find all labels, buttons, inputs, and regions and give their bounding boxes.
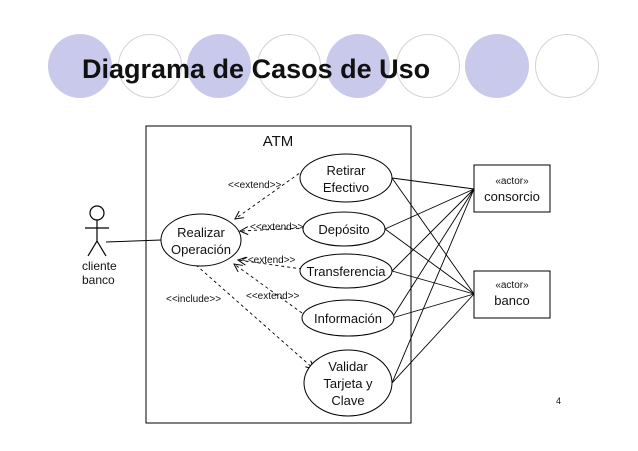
use-case-validar-line1: Validar: [328, 359, 368, 374]
actor-cliente-label-line2: banco: [82, 273, 115, 287]
use-case-transferencia-line1: Transferencia: [307, 264, 387, 279]
deco-circle-outline-2: [257, 34, 321, 98]
extend-retirar-line: [235, 169, 305, 219]
actor-consorcio-stereotype: «actor»: [495, 176, 529, 187]
deco-circle-filled-1: [48, 34, 112, 98]
use-case-retirar: [299, 153, 393, 203]
actor-banco-name: banco: [494, 293, 529, 308]
use-case-retirar-line2: Efectivo: [323, 180, 369, 195]
deco-circle-outline-3: [396, 34, 460, 98]
use-case-validar: [303, 349, 393, 417]
use-case-deposito: [302, 211, 386, 247]
extend-informacion-line: [234, 264, 303, 314]
use-case-validar-line2: Tarjeta y: [323, 376, 373, 391]
system-boundary: [145, 125, 412, 424]
actor-banco-box: [473, 270, 551, 319]
use-case-validar-line3: Clave: [331, 393, 364, 408]
use-case-transferencia: [299, 253, 393, 289]
include-validar-label: <<include>>: [166, 294, 221, 305]
deco-circle-filled-3: [326, 34, 390, 98]
extend-deposito-line: [240, 228, 306, 231]
deco-circle-filled-2: [187, 34, 251, 98]
use-case-retirar-line1: Retirar: [326, 163, 366, 178]
page-number: 4: [556, 396, 561, 406]
use-case-realizar: [160, 213, 242, 267]
slide-title: Diagrama de Casos de Uso: [82, 54, 431, 84]
deco-circle-outline-1: [118, 34, 182, 98]
extend-deposito-label: <<extend>>: [250, 222, 304, 233]
use-case-informacion-line1: Información: [314, 311, 382, 326]
system-name: ATM: [263, 133, 294, 150]
actor-banco-stereotype: «actor»: [495, 280, 529, 291]
extend-informacion-label: <<extend>>: [246, 291, 300, 302]
actor-consorcio-name: consorcio: [484, 189, 540, 204]
assoc-to-consorcio: [384, 177, 475, 384]
use-case-realizar-line2: Operación: [171, 242, 231, 257]
assoc-to-banco: [384, 177, 475, 384]
actor-cliente-figure: [85, 205, 109, 257]
include-validar-line: [195, 264, 314, 369]
use-case-informacion: [301, 299, 395, 337]
use-case-deposito-line1: Depósito: [318, 222, 369, 237]
use-case-realizar-line1: Realizar: [177, 225, 225, 240]
actor-cliente-label-line1: cliente: [82, 259, 117, 273]
extend-transferencia-label: <<extend>>: [242, 255, 296, 266]
deco-circle-outline-4: [535, 34, 599, 98]
extend-retirar-label: <<extend>>: [228, 180, 282, 191]
actor-consorcio-box: [473, 164, 551, 213]
assoc-cliente-realizar: [105, 239, 162, 243]
deco-circle-filled-4: [465, 34, 529, 98]
extend-transferencia-line: [238, 260, 303, 270]
